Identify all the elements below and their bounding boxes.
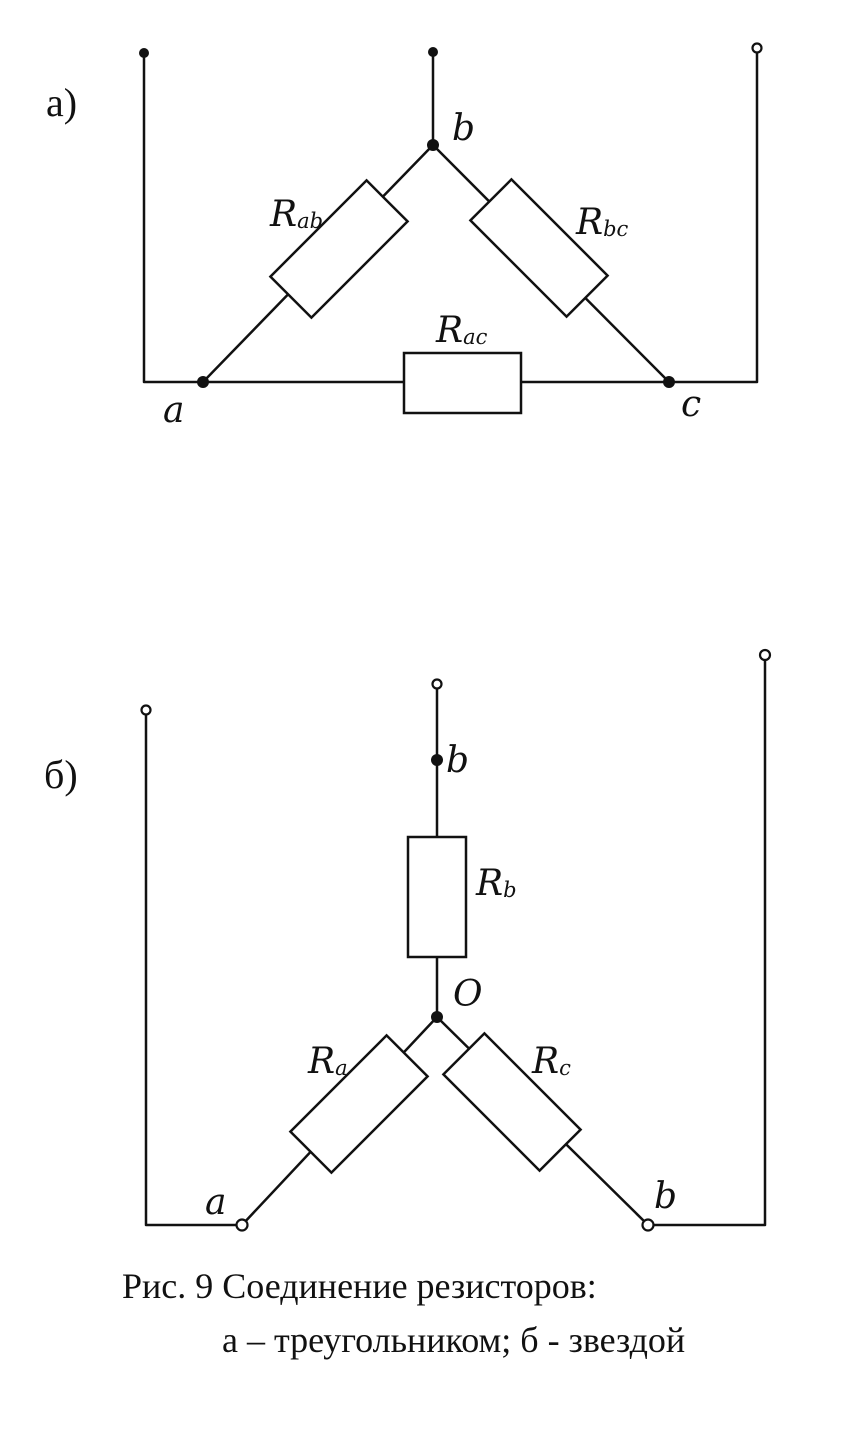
delta-node-b — [427, 139, 439, 151]
delta-label-a: a — [163, 390, 184, 431]
star-label-b-bottom: b — [654, 1176, 677, 1217]
delta-label-rab: Rab — [269, 194, 323, 235]
delta-right-wire — [667, 48, 759, 384]
delta-left-wire — [142, 51, 205, 384]
delta-terminal-right — [751, 42, 763, 54]
star-terminal-left — [140, 704, 152, 716]
caption-line-1: Рис. 9 Соединение резисторов: — [122, 1266, 597, 1306]
star-node-b-bottom — [641, 1218, 655, 1232]
star-right-wire — [646, 655, 767, 1227]
resistor-rbc — [468, 177, 610, 319]
star-node-center — [431, 1011, 443, 1023]
delta-node-c — [663, 376, 675, 388]
star-label-rb: Rb — [475, 863, 517, 904]
star-label-center: O — [453, 974, 483, 1015]
star-node-a — [235, 1218, 249, 1232]
resistor-rc — [441, 1031, 583, 1173]
caption-line-2: а – треугольником; б - звездой — [222, 1320, 685, 1360]
star-node-b-top — [431, 754, 443, 766]
star-label-rc: Rc — [531, 1041, 571, 1082]
resistor-rab — [268, 178, 410, 320]
star-terminal-top — [431, 678, 443, 690]
star-label-b-top: b — [446, 740, 469, 781]
star-panel-label: б) — [44, 752, 78, 797]
resistor-ra — [288, 1033, 430, 1175]
delta-label-b: b — [452, 108, 475, 149]
delta-label-rac: Rac — [435, 310, 488, 351]
resistor-rb — [406, 835, 468, 959]
delta-panel-label: а) — [46, 80, 77, 125]
star-left-wire — [144, 710, 244, 1227]
star-label-ra: Ra — [307, 1041, 348, 1082]
delta-terminal-left — [139, 48, 149, 58]
delta-node-a — [197, 376, 209, 388]
star-label-a: a — [205, 1182, 226, 1223]
delta-label-rbc: Rbc — [575, 202, 629, 243]
star-circuit: б) b O a b Rb Ra Rc — [44, 648, 772, 1232]
star-terminal-right — [758, 648, 772, 662]
delta-circuit: а) b a c Rab Rbc Rac — [46, 42, 763, 431]
delta-label-c: c — [681, 384, 701, 425]
delta-terminal-top — [428, 47, 438, 57]
figure-caption: Рис. 9 Соединение резисторов: а – треуго… — [122, 1266, 685, 1360]
resistor-rac — [402, 351, 523, 415]
